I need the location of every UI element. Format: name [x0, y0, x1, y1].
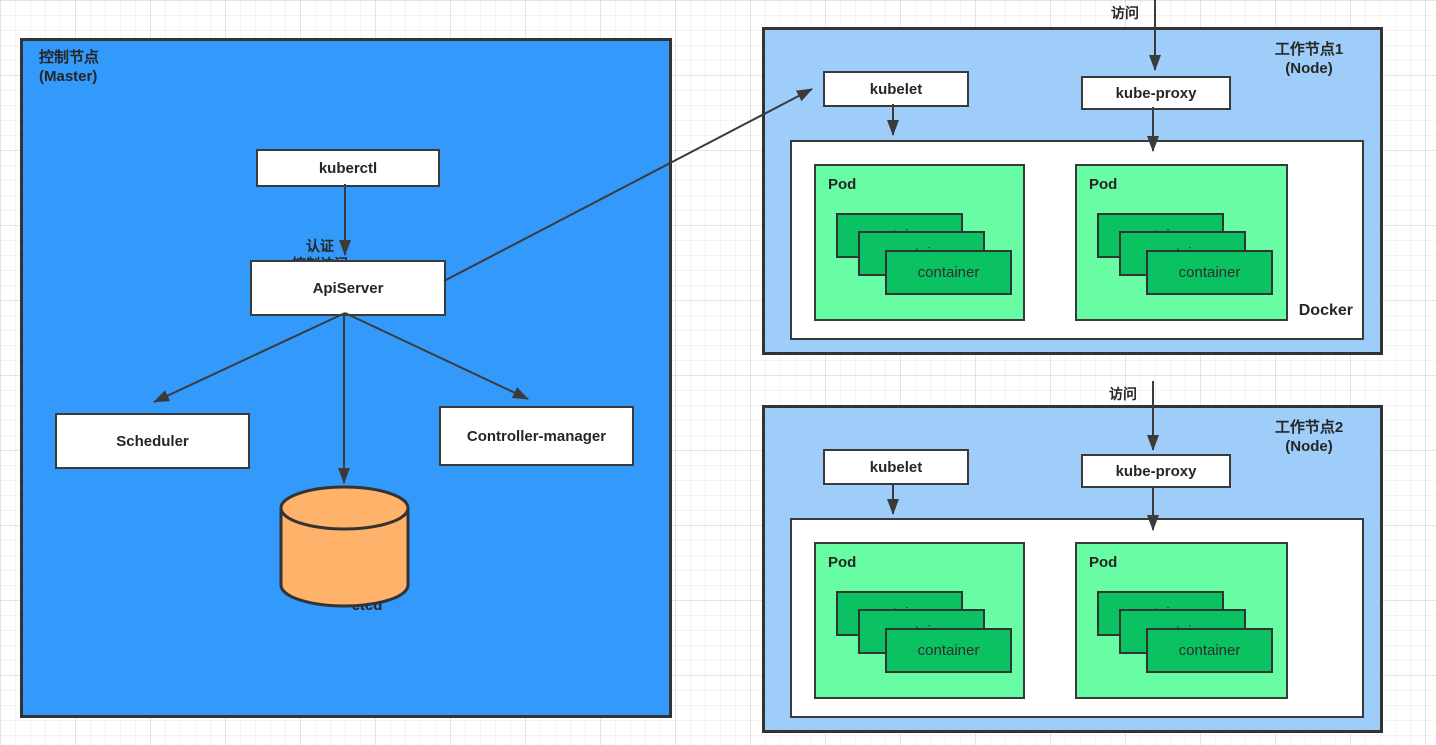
apiserver-box: ApiServer	[250, 260, 446, 316]
node1-kube-proxy-box: kube-proxy	[1081, 76, 1231, 110]
node2-pod-1: Pod container container container	[814, 542, 1025, 699]
node1-pod-1: Pod container container container	[814, 164, 1025, 321]
node1-pod-2-label: Pod	[1089, 176, 1118, 193]
worker-node-1-title-line1: 工作节点1	[1274, 41, 1344, 58]
node2-access-label: 访问	[1109, 386, 1137, 402]
node2-kubelet-box: kubelet	[823, 449, 969, 485]
node1-access-label: 访问	[1111, 5, 1139, 21]
scheduler-box: Scheduler	[55, 413, 250, 469]
auth-label-line1: 认证	[306, 238, 334, 254]
master-title: 控制节点 (Master)	[39, 48, 99, 86]
worker-node-1-title: 工作节点1 (Node)	[1248, 40, 1370, 78]
node1-kubelet-box: kubelet	[823, 71, 969, 107]
node2-pod-1-container-front: container	[885, 628, 1012, 673]
worker-node-1-box: 工作节点1 (Node) kubelet kube-proxy Pod cont…	[762, 27, 1383, 355]
master-node-box: 控制节点 (Master) kuberctl 认证 控制访问 ApiServer…	[20, 38, 672, 718]
node2-pod-2-container-front: container	[1146, 628, 1273, 673]
node2-pod-2: Pod container container container	[1075, 542, 1288, 699]
worker-node-2-box: 工作节点2 (Node) kubelet kube-proxy Pod cont…	[762, 405, 1383, 733]
node2-pod-1-label: Pod	[828, 554, 857, 571]
node1-pod-1-label: Pod	[828, 176, 857, 193]
node1-docker-box: Pod container container container Pod co…	[790, 140, 1364, 340]
worker-node-1-title-line2: (Node)	[1285, 60, 1333, 77]
node1-docker-label: Docker	[1298, 302, 1353, 319]
worker-node-2-title: 工作节点2 (Node)	[1248, 418, 1370, 456]
worker-node-2-title-line2: (Node)	[1285, 438, 1333, 455]
node2-docker-box: Pod container container container Pod co…	[790, 518, 1364, 718]
etcd-label: etcd	[351, 597, 383, 614]
node1-pod-2-container-front: container	[1146, 250, 1273, 295]
node2-pod-2-label: Pod	[1089, 554, 1118, 571]
node1-pod-2: Pod container container container	[1075, 164, 1288, 321]
kuberctl-box: kuberctl	[256, 149, 440, 187]
node2-kube-proxy-box: kube-proxy	[1081, 454, 1231, 488]
master-title-line2: (Master)	[39, 68, 98, 85]
master-title-line1: 控制节点	[39, 49, 100, 66]
node1-pod-1-container-front: container	[885, 250, 1012, 295]
controller-manager-box: Controller-manager	[439, 406, 634, 466]
worker-node-2-title-line1: 工作节点2	[1274, 419, 1344, 436]
